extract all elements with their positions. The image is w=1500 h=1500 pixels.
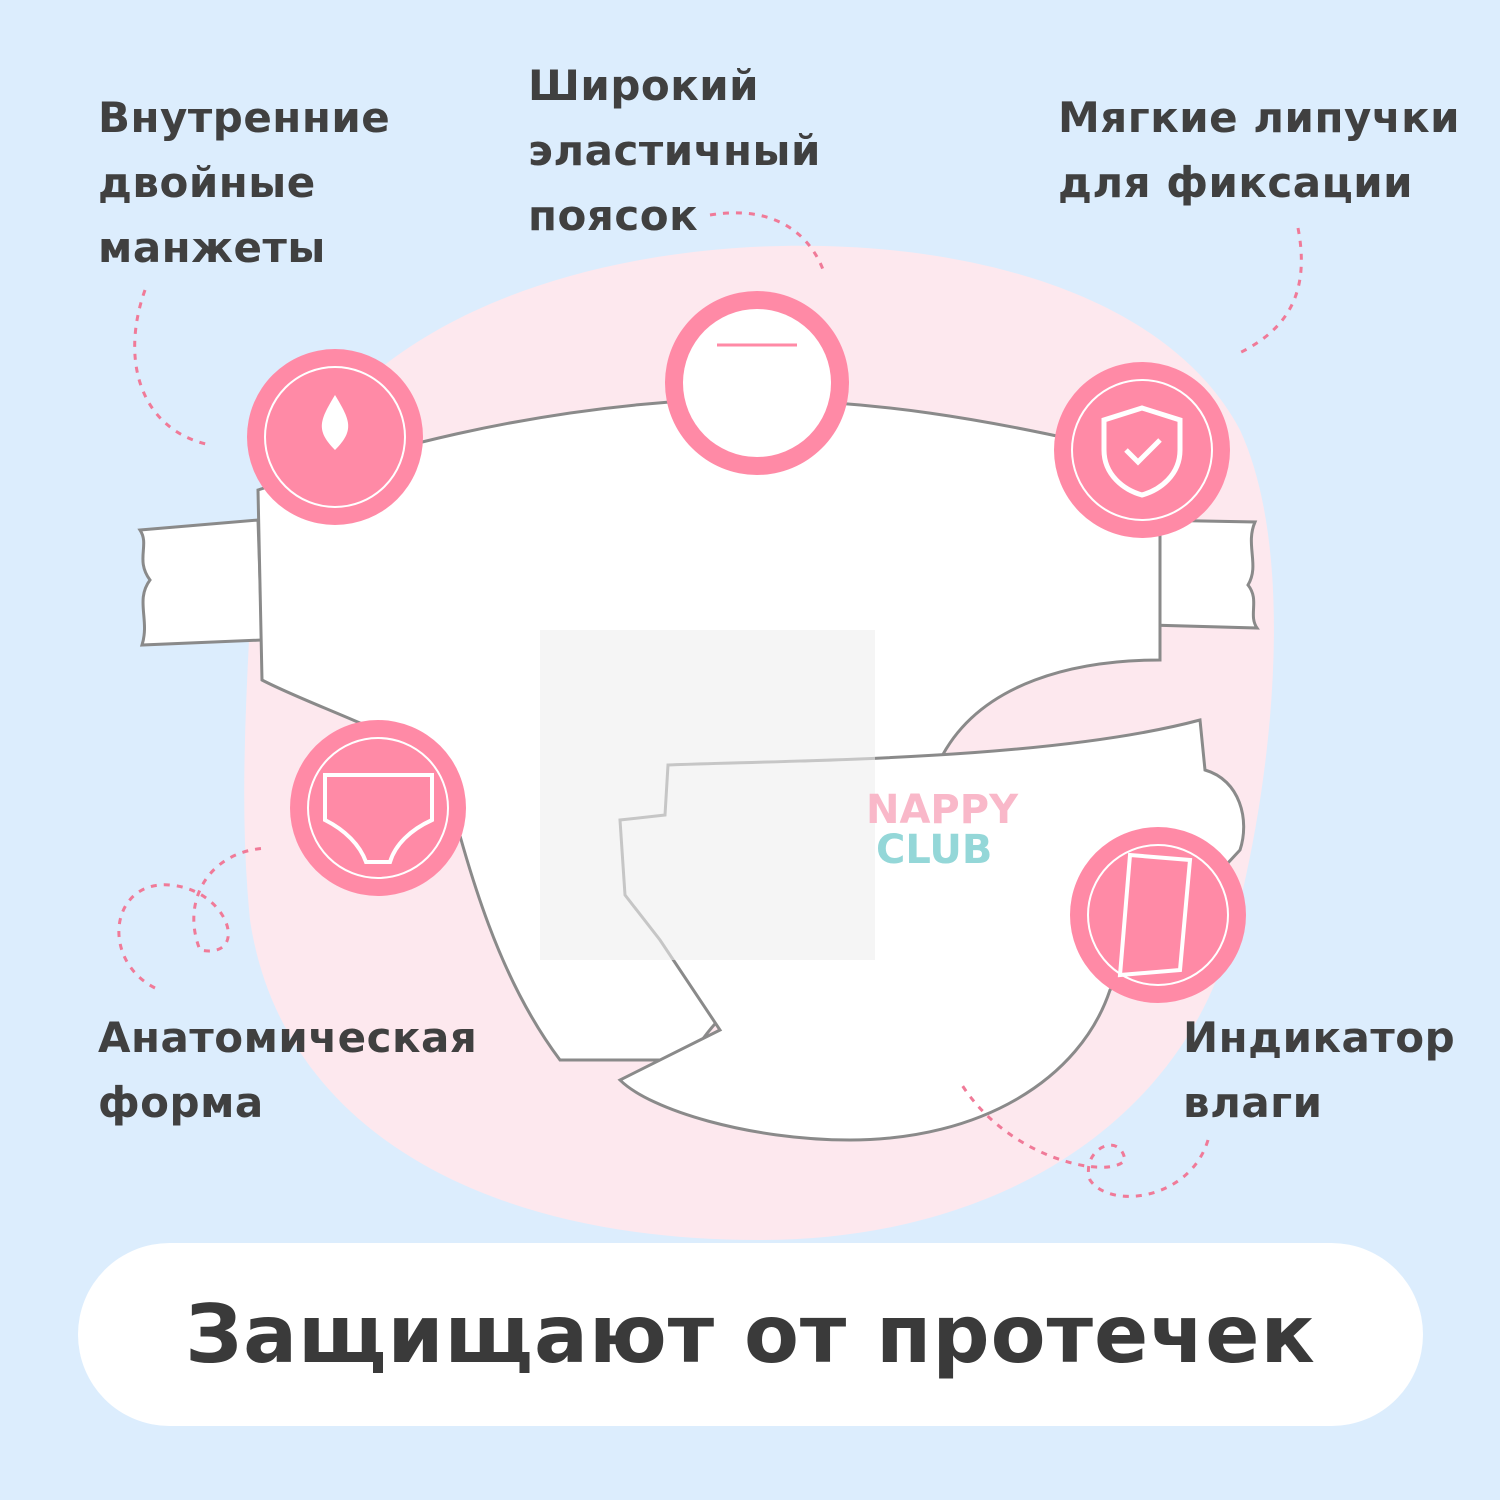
logo-line1: NAPPY bbox=[866, 787, 1019, 833]
dashed-arrows bbox=[117, 211, 1303, 1198]
banner: Защищают от протечек bbox=[78, 1243, 1423, 1426]
feature-fasteners-label: Мягкие липучки для фиксации bbox=[1058, 93, 1461, 207]
logo-line2: CLUB bbox=[876, 827, 993, 873]
brand-logo: NAPPY CLUB bbox=[866, 790, 1018, 870]
indicator-badge bbox=[1070, 827, 1246, 1003]
feature-waistband-label: Широкий эластичный поясок bbox=[528, 61, 821, 240]
fasteners-badge bbox=[1054, 362, 1230, 538]
cuffs-badge bbox=[247, 349, 423, 525]
feature-indicator-label: Индикатор влаги bbox=[1183, 1013, 1456, 1127]
waistband-badge bbox=[665, 291, 849, 475]
banner-text: Защищают от протечек bbox=[185, 1288, 1316, 1381]
absorbent-core bbox=[540, 630, 875, 960]
feature-cuffs-label: Внутренние двойные манжеты bbox=[98, 93, 391, 272]
anatomic-badge bbox=[290, 720, 466, 896]
feature-anatomic-label: Анатомическая форма bbox=[98, 1013, 478, 1127]
badges bbox=[247, 291, 1246, 1003]
